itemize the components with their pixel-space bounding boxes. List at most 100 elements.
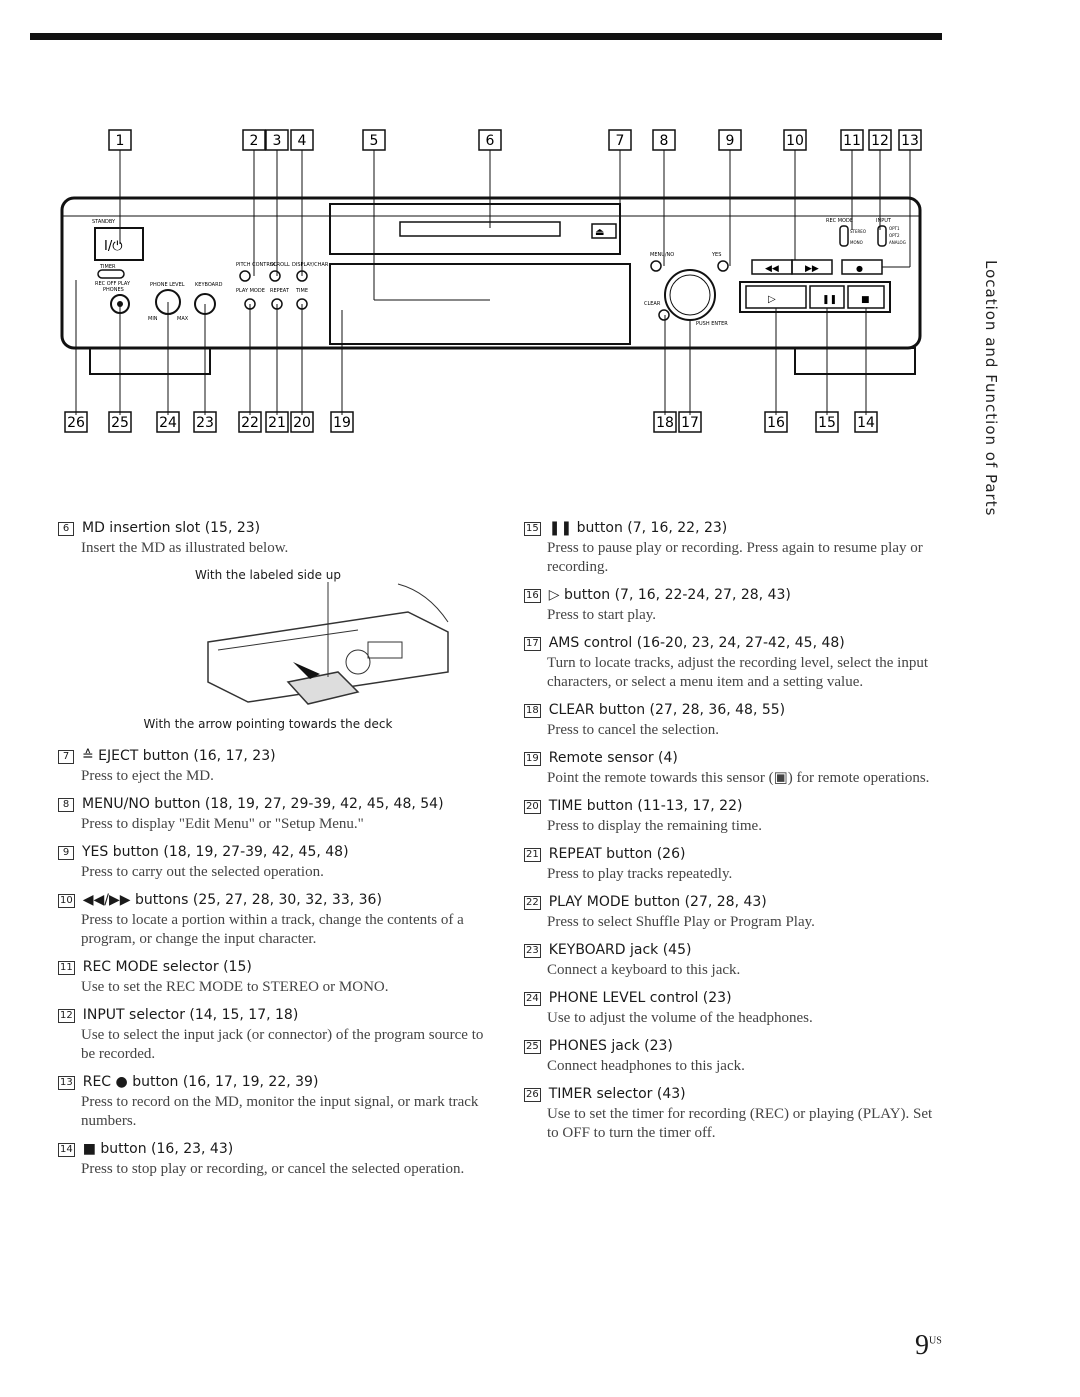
item-number: 8 <box>58 798 74 812</box>
item-number: 22 <box>524 896 541 910</box>
item-number: 24 <box>524 992 541 1006</box>
item-title: PHONE LEVEL control (23) <box>548 990 732 1006</box>
item-number: 23 <box>524 944 541 958</box>
bottom-callout-number-22: 22 <box>241 415 259 431</box>
item-title: INPUT selector (14, 15, 17, 18) <box>82 1007 299 1023</box>
item-description: Connect a keyboard to this jack. <box>547 962 741 978</box>
repeat-label: REPEAT <box>270 288 290 294</box>
item-title: TIMER selector (43) <box>548 1086 686 1102</box>
item-number: 14 <box>58 1143 75 1157</box>
transport-button-bar <box>739 281 891 313</box>
figure-caption-top: With the labeled side up <box>194 568 342 582</box>
phone-level-label: PHONE LEVEL <box>150 282 185 288</box>
item-title: Remote sensor (4) <box>548 750 678 766</box>
time-label: TIME <box>295 288 308 294</box>
item-16: 16▷ button (7, 16, 22-24, 27, 28, 43) Pr… <box>524 587 944 625</box>
right-column: 15❚❚ button (7, 16, 22, 23) Press to pau… <box>524 520 944 1153</box>
item-description: Use to set the timer for recording (REC)… <box>547 1106 933 1141</box>
top-callout-number-4: 4 <box>298 133 307 149</box>
item-description: Connect headphones to this jack. <box>547 1058 745 1074</box>
timer-positions: REC OFF PLAY <box>95 281 131 287</box>
item-title: AMS control (16-20, 23, 24, 27-42, 45, 4… <box>548 635 845 651</box>
scroll-button <box>269 270 281 282</box>
pitch-control-button <box>239 270 251 282</box>
rec-mode-selector <box>839 225 849 247</box>
item-17: 17 AMS control (16-20, 23, 24, 27-42, 45,… <box>524 635 944 692</box>
item-description: Turn to locate tracks, adjust the record… <box>547 655 929 690</box>
item-description: Press to locate a portion within a track… <box>81 912 464 947</box>
md-insertion-figure: With the labeled side up With the arrow … <box>58 568 478 738</box>
item-number: 20 <box>524 800 541 814</box>
clear-button <box>658 309 670 321</box>
item-number: 7 <box>58 750 74 764</box>
pitch-control-label: PITCH CONTROL <box>236 262 277 268</box>
bottom-callout-number-24: 24 <box>159 415 177 431</box>
bottom-callout-number-18: 18 <box>656 415 674 431</box>
item-number: 19 <box>524 752 541 766</box>
figure-caption-bottom: With the arrow pointing towards the deck <box>143 717 393 731</box>
section-side-title: Location and Function of Parts <box>982 260 1000 517</box>
item-title: ▷ button (7, 16, 22-24, 27, 28, 43) <box>548 587 791 603</box>
item-number: 13 <box>58 1076 75 1090</box>
bottom-callout-number-25: 25 <box>111 415 129 431</box>
standby-button <box>94 227 144 261</box>
item-description: Press to select Shuffle Play or Program … <box>547 914 815 930</box>
item-15: 15❚❚ button (7, 16, 22, 23) Press to pau… <box>524 520 944 577</box>
item-description: Insert the MD as illustrated below. <box>81 540 289 556</box>
bottom-callout-number-16: 16 <box>767 415 785 431</box>
md-insertion-illustration <box>207 582 449 705</box>
top-callout-number-8: 8 <box>660 133 669 149</box>
standby-power-symbol: I/⏻ <box>104 239 123 254</box>
item-number: 10 <box>58 894 75 908</box>
scroll-label: SCROLL <box>270 262 290 268</box>
item-description: Use to set the REC MODE to STEREO or MON… <box>81 979 389 995</box>
item-number: 17 <box>524 637 541 651</box>
page-number: 9US <box>915 1330 942 1362</box>
item-title: KEYBOARD jack (45) <box>548 942 692 958</box>
svg-text:▶▶: ▶▶ <box>805 264 819 274</box>
item-title: TIME button (11-13, 17, 22) <box>548 798 743 814</box>
bottom-callout-number-14: 14 <box>857 415 875 431</box>
ams-control <box>664 269 716 321</box>
clear-label: CLEAR <box>644 301 661 307</box>
yes-label: YES <box>711 252 721 258</box>
top-callout-number-1: 1 <box>116 133 125 149</box>
min-label: MIN <box>148 316 158 322</box>
page-number-value: 9 <box>915 1330 929 1361</box>
bottom-callout-number-26: 26 <box>67 415 85 431</box>
item-7: 7≙ EJECT button (16, 17, 23) Press to ej… <box>58 748 498 786</box>
item-number: 11 <box>58 961 75 975</box>
deck-foot-left <box>89 347 211 375</box>
bottom-callout-number-20: 20 <box>293 415 311 431</box>
item-number: 25 <box>524 1040 541 1054</box>
top-callout-number-12: 12 <box>871 133 889 149</box>
item-description: Press to cancel the selection. <box>547 722 720 738</box>
md-insertion-slot <box>399 221 561 237</box>
bottom-callout-number-15: 15 <box>818 415 836 431</box>
input-label: INPUT <box>876 218 892 224</box>
item-title: ◀◀/▶▶ buttons (25, 27, 28, 30, 32, 33, 3… <box>82 892 382 908</box>
deck-body <box>60 196 922 350</box>
item-description: Use to select the input jack (or connect… <box>81 1027 484 1062</box>
item-number: 26 <box>524 1088 541 1102</box>
item-14: 14■ button (16, 23, 43) Press to stop pl… <box>58 1141 498 1179</box>
svg-text:◀◀: ◀◀ <box>765 264 779 274</box>
item-description: Press to play tracks repeatedly. <box>547 866 733 882</box>
item-description: Press to eject the MD. <box>81 768 214 784</box>
display-window <box>329 263 631 345</box>
top-callout-number-11: 11 <box>843 133 861 149</box>
menu-no-button <box>650 260 662 272</box>
